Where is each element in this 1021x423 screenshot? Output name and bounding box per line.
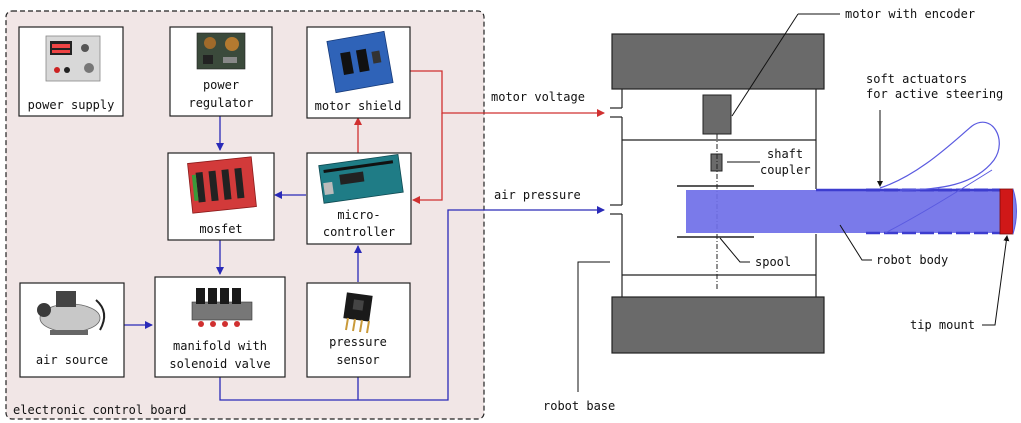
robot-body-label: robot body	[876, 253, 948, 267]
microcontroller-label-1: micro-	[337, 208, 380, 222]
wire-shield-to-micro	[412, 113, 443, 204]
soft-actuator-inner	[884, 169, 993, 234]
motor-encoder-label: motor with encoder	[845, 7, 975, 21]
manifold-box: manifold with solenoid valve	[154, 276, 286, 378]
leader-spool	[719, 237, 750, 263]
wire-shield-to-motor	[410, 70, 605, 117]
pressure-sensor-label-1: pressure	[329, 335, 387, 349]
robot-base-label: robot base	[543, 399, 615, 413]
shaft-coupler-label-1: shaft	[767, 147, 803, 161]
power-regulator-box: power regulator	[169, 26, 273, 117]
power-regulator-image	[196, 32, 246, 70]
air-pressure-label: air pressure	[494, 188, 581, 202]
pressure-sensor-label-2: sensor	[336, 353, 379, 367]
microcontroller-image	[318, 154, 404, 204]
power-regulator-label-1: power	[203, 78, 239, 92]
power-supply-box: power supply	[18, 26, 124, 117]
motor-block	[702, 94, 732, 135]
mosfet-box: mosfet	[167, 152, 275, 241]
microcontroller-label-2: controller	[323, 225, 395, 239]
manifold-image	[191, 288, 253, 327]
air-source-box: air source	[19, 282, 125, 378]
tip-mount-label: tip mount	[910, 318, 975, 332]
pressure-sensor-box: pressure sensor	[306, 282, 411, 378]
manifold-label-2: solenoid valve	[169, 357, 270, 371]
shaft-coupler-label-2: coupler	[760, 163, 811, 177]
power-supply-label: power supply	[28, 98, 115, 112]
manifold-label-1: manifold with	[173, 339, 267, 353]
control-board-label: electronic control board	[13, 403, 186, 417]
robot-housing	[610, 89, 817, 297]
wire-manifold-to-robot	[219, 206, 605, 401]
pressure-sensor-image	[343, 292, 373, 334]
power-regulator-label-2: regulator	[188, 96, 253, 110]
base-bottom-block	[611, 296, 825, 354]
power-supply-image	[45, 35, 101, 82]
robot-body-tube	[686, 190, 1000, 233]
mosfet-image	[187, 156, 257, 214]
spool-label: spool	[755, 255, 791, 269]
motor-shield-label: motor shield	[315, 99, 402, 113]
motor-voltage-label: motor voltage	[491, 90, 585, 104]
leader-robot-body	[839, 224, 872, 261]
tip-mount-block	[999, 188, 1014, 235]
leader-robot-base	[577, 261, 610, 392]
base-top-block	[611, 33, 825, 90]
microcontroller-box: micro- controller	[306, 152, 412, 245]
air-source-image	[37, 291, 106, 335]
soft-actuators-label-2: for active steering	[866, 87, 1003, 101]
soft-actuator-outer	[879, 121, 1000, 191]
leader-motor-encoder	[731, 13, 799, 117]
mosfet-label: mosfet	[199, 222, 242, 236]
leader-tip-mount	[982, 235, 1010, 326]
motor-shield-image	[326, 30, 394, 94]
air-source-label: air source	[36, 353, 108, 367]
soft-actuators-label-1: soft actuators	[866, 72, 967, 86]
motor-shield-box: motor shield	[306, 26, 411, 119]
